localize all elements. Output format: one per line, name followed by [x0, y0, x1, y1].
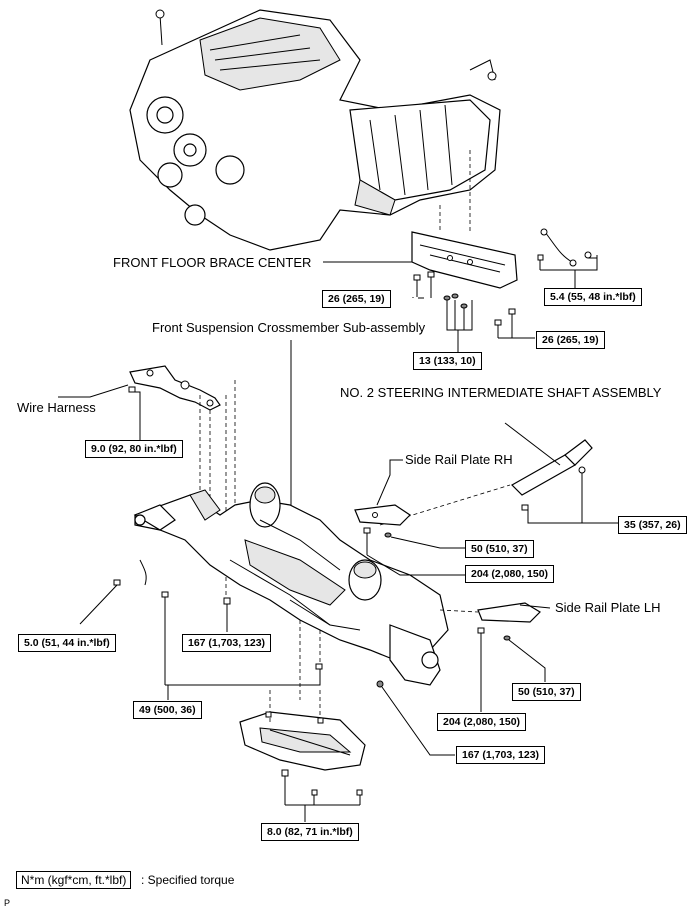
torque-box-204-upper: 204 (2,080, 150): [465, 565, 555, 583]
front-floor-brace-center-part: [411, 231, 518, 289]
label-side-rail-plate-rh: Side Rail Plate RH: [405, 452, 513, 467]
torque-box-49: 49 (500, 36): [133, 701, 202, 719]
label-no2-steering-shaft: NO. 2 STEERING INTERMEDIATE SHAFT ASSEMB…: [340, 385, 662, 400]
steering-shaft-part: [511, 439, 593, 511]
torque-box-50-lower: 50 (510, 37): [512, 683, 581, 701]
torque-box-9-0: 9.0 (92, 80 in.*lbf): [85, 440, 183, 458]
torque-box-8-0: 8.0 (82, 71 in.*lbf): [261, 823, 359, 841]
torque-box-5-0: 5.0 (51, 44 in.*lbf): [18, 634, 116, 652]
torque-box-50-upper: 50 (510, 37): [465, 540, 534, 558]
lower-cover-part: [239, 711, 366, 771]
torque-box-13: 13 (133, 10): [413, 352, 482, 370]
sensor-wire-part: [537, 228, 592, 270]
wire-harness-part: [128, 365, 221, 411]
side-rail-plate-lh-part: [477, 602, 541, 623]
legend-torque-format-box: N*m (kgf*cm, ft.*lbf): [16, 871, 132, 889]
torque-box-204-lower: 204 (2,080, 150): [437, 713, 527, 731]
engine-transmission-drawing: [129, 9, 501, 251]
torque-box-167-left: 167 (1,703, 123): [182, 634, 272, 652]
torque-box-167-right: 167 (1,703, 123): [456, 746, 546, 764]
torque-box-26-right: 26 (265, 19): [536, 331, 605, 349]
legend-text: : Specified torque: [141, 873, 235, 887]
side-rail-plate-rh-part: [354, 504, 411, 526]
corner-mark: P: [4, 898, 11, 908]
label-wire-harness: Wire Harness: [17, 400, 96, 415]
label-front-floor-brace-center: FRONT FLOOR BRACE CENTER: [113, 255, 312, 270]
label-front-suspension-crossmember: Front Suspension Crossmember Sub-assembl…: [152, 320, 426, 335]
crossmember-part: [133, 482, 449, 686]
label-side-rail-plate-lh: Side Rail Plate LH: [555, 600, 661, 615]
torque-box-35: 35 (357, 26): [618, 516, 687, 534]
torque-box-26-left: 26 (265, 19): [322, 290, 391, 308]
brace-bolts: [413, 271, 516, 338]
torque-box-5-4: 5.4 (55, 48 in.*lbf): [544, 288, 642, 306]
